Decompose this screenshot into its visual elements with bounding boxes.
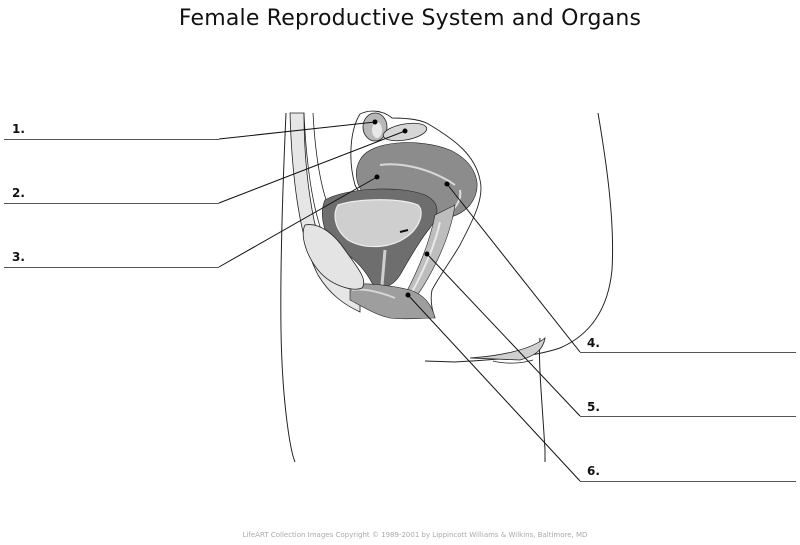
copyright-notice: LifeART Collection Images Copyright © 19…	[242, 531, 588, 539]
mons-pubis	[469, 337, 546, 361]
answer-line-5[interactable]	[580, 416, 796, 417]
answer-line-3[interactable]	[4, 267, 219, 268]
abdomen-outline	[424, 112, 614, 363]
leader-line-3	[218, 176, 378, 268]
leader-line-4	[446, 183, 581, 353]
pointer-dot-2	[402, 128, 408, 134]
pointer-dot-1	[372, 119, 378, 125]
label-number-1: 1.	[12, 122, 25, 136]
label-number-5: 5.	[587, 400, 600, 414]
pointer-dot-4	[444, 181, 450, 187]
answer-line-2[interactable]	[4, 203, 219, 204]
pointer-dot-6	[405, 292, 411, 298]
leader-line-2	[218, 130, 406, 204]
thigh-outline	[538, 337, 546, 462]
label-number-6: 6.	[587, 464, 600, 478]
answer-line-1[interactable]	[4, 139, 219, 140]
label-number-4: 4.	[587, 336, 600, 350]
diagram-title: Female Reproductive System and Organs	[178, 6, 642, 31]
pointer-dot-3	[374, 174, 380, 180]
answer-line-6[interactable]	[580, 481, 796, 482]
leader-line-6	[407, 294, 581, 482]
rectum	[302, 224, 365, 290]
leader-line-1	[218, 121, 376, 140]
bladder-lining	[334, 199, 422, 248]
perineum	[349, 283, 436, 320]
answer-line-4[interactable]	[580, 352, 796, 353]
label-number-3: 3.	[12, 250, 25, 264]
pointer-dot-5	[424, 251, 430, 257]
label-number-2: 2.	[12, 186, 25, 200]
back-outline	[280, 112, 296, 463]
peritoneum-outline	[359, 110, 482, 319]
leader-line-5	[426, 253, 581, 417]
